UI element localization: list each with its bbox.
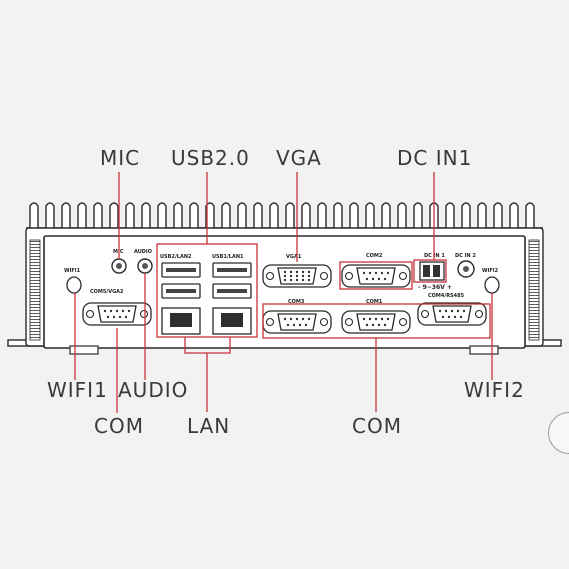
callout-label-audio: AUDIO xyxy=(118,378,189,402)
mic-jack xyxy=(111,258,127,274)
callout-label-vga: VGA xyxy=(276,146,322,170)
panel-label-com2: COM2 xyxy=(366,253,383,259)
wifi2-antenna-port xyxy=(484,276,500,294)
panel-label-audio: AUDIO xyxy=(134,249,152,255)
panel-label-wifi1: WIFI1 xyxy=(64,268,81,274)
left-side-ribs xyxy=(29,239,41,341)
callout-label-usb: USB2.0 xyxy=(171,146,250,170)
panel-label-usb-lan1: USB1/LAN1 xyxy=(212,254,244,260)
com3-connector xyxy=(262,310,332,334)
panel-label-com1: COM1 xyxy=(366,299,383,305)
wifi1-antenna-port xyxy=(66,276,82,294)
panel-label-com3: COM3 xyxy=(288,299,305,305)
callout-label-lan: LAN xyxy=(187,414,231,438)
callout-label-wifi2: WIFI2 xyxy=(464,378,525,402)
audio-jack xyxy=(137,258,153,274)
panel-label-dcin1: DC IN 1 xyxy=(424,253,445,259)
com5-vga2-connector xyxy=(82,302,152,326)
callout-label-com-right: COM xyxy=(352,414,402,438)
dc-in2-jack xyxy=(457,260,475,278)
callout-label-wifi1: WIFI1 xyxy=(47,378,108,402)
vga1-connector xyxy=(262,264,332,288)
panel-label-vga1: VGA1 xyxy=(286,254,302,260)
panel-label-voltage: - 9~36V + xyxy=(418,284,452,291)
callout-lines xyxy=(74,172,493,413)
lan-ports xyxy=(161,307,252,335)
db-connectors xyxy=(82,264,487,334)
right-foot xyxy=(469,345,499,355)
dcin-callout-box xyxy=(413,259,447,283)
panel-label-dcin2: DC IN 2 xyxy=(455,253,476,259)
com2-connector xyxy=(341,264,411,288)
com2-callout-box xyxy=(339,261,413,290)
com4-connector xyxy=(417,302,487,326)
panel-label-wifi2: WIFI2 xyxy=(482,268,499,274)
com1-connector xyxy=(341,310,411,334)
left-foot xyxy=(69,345,99,355)
panel-label-com5-vga2: COM5/VGA2 xyxy=(90,289,124,295)
callout-label-com-left: COM xyxy=(94,414,144,438)
dc-in1-terminal xyxy=(419,261,445,281)
panel-label-com4-rs485: COM4/RS485 xyxy=(428,293,465,299)
right-side-ribs xyxy=(528,239,540,341)
callout-label-mic: MIC xyxy=(100,146,141,170)
callout-label-dcin1: DC IN1 xyxy=(397,146,473,170)
lan-port xyxy=(161,307,201,335)
heatsink-fins xyxy=(26,202,543,229)
usb-ports xyxy=(161,262,252,299)
panel-label-usb-lan2: USB2/LAN2 xyxy=(160,254,192,260)
